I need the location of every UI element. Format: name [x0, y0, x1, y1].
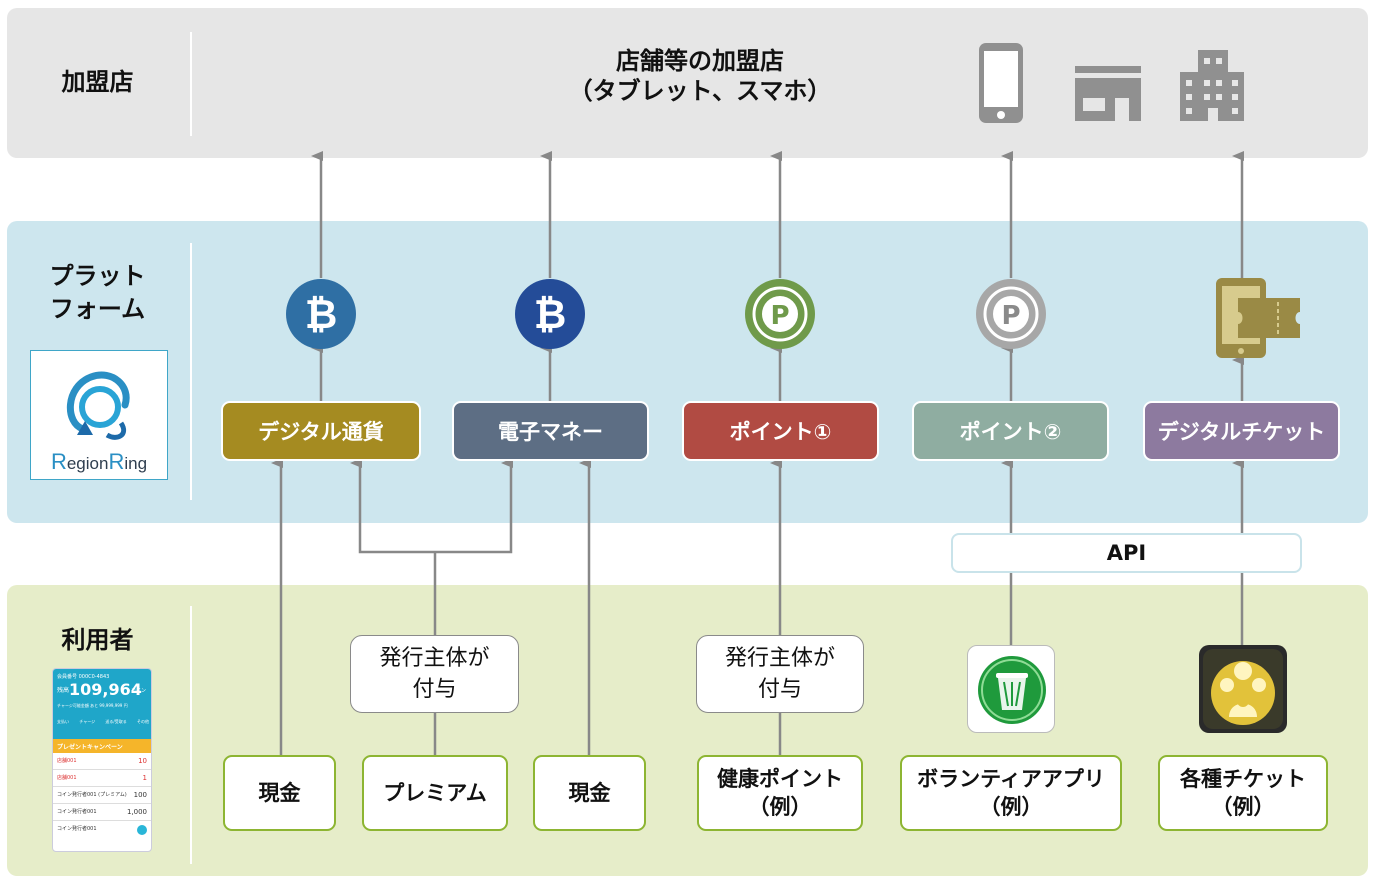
row-label-user: 利用者: [61, 626, 134, 654]
platform-band: [7, 221, 1368, 523]
merchant-band: [7, 8, 1368, 158]
row-label-platform: プラット フォーム: [49, 262, 146, 323]
ticket-icon: [1216, 278, 1300, 358]
platform-separator: [190, 243, 192, 500]
point-icon: P: [976, 279, 1046, 349]
source-health-points: 健康ポイント（例）: [697, 755, 863, 831]
app-screenshot: 会員番号 000C0-4843 残高 109,964 コイン チャージ可能金額 …: [52, 668, 152, 852]
source-volunteer-app: ボランティアアプリ（例）: [900, 755, 1122, 831]
region-ring-emblem-icon: [67, 371, 130, 440]
source-cash: 現金: [533, 755, 646, 831]
platform-e-money: 電子マネー: [452, 401, 649, 461]
source-premium: プレミアム: [362, 755, 508, 831]
row-label-merchant: 加盟店: [61, 68, 134, 96]
issuer-grant-box: 発行主体が付与: [350, 635, 519, 713]
svg-text:₿: ₿: [305, 292, 338, 338]
user-separator: [190, 606, 192, 864]
volunteer-app-icon: [967, 645, 1055, 733]
platform-point-1: ポイント①: [682, 401, 879, 461]
source-cash: 現金: [223, 755, 336, 831]
svg-text:₿: ₿: [534, 292, 567, 338]
merchant-title: 店舗等の加盟店 （タブレット、スマホ）: [568, 47, 832, 105]
platform-digital-ticket: デジタルチケット: [1143, 401, 1340, 461]
smartphone-icon: [979, 43, 1023, 123]
platform-digital-currency: デジタル通貨: [221, 401, 421, 461]
merchant-separator: [190, 32, 192, 136]
platform-point-2: ポイント②: [912, 401, 1109, 461]
region-ring-logo: RegionRing: [30, 350, 168, 480]
bitcoin-icon: ₿: [286, 279, 356, 349]
ticket-app-icon: [1199, 645, 1287, 733]
logo-wordmark: RegionRing: [50, 449, 148, 474]
issuer-grant-box: 発行主体が付与: [696, 635, 864, 713]
svg-text:P: P: [770, 301, 789, 331]
shop-icon: [1075, 66, 1141, 121]
source-tickets: 各種チケット（例）: [1158, 755, 1328, 831]
api-box: API: [951, 533, 1302, 573]
bitcoin-icon: ₿: [515, 279, 585, 349]
point-icon: P: [745, 279, 815, 349]
building-icon: [1180, 50, 1244, 121]
svg-text:P: P: [1001, 301, 1020, 331]
